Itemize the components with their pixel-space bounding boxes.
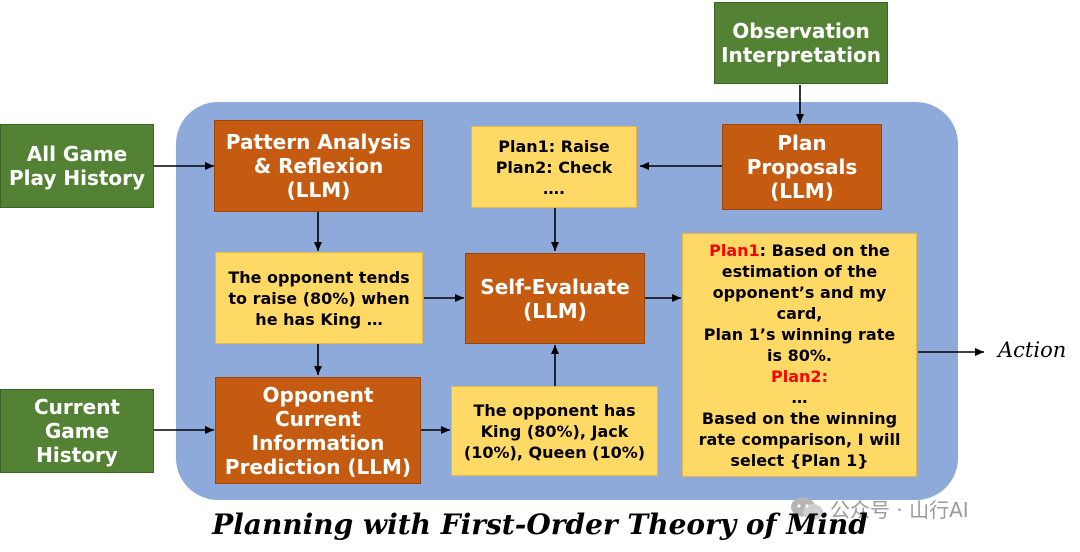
opponent-line-3: Information — [251, 430, 385, 455]
pattern-analysis-box: Pattern Analysis & Reflexion (LLM) — [214, 120, 423, 212]
prediction-line-2: King (80%), Jack — [480, 421, 629, 441]
current-history-line-3: History — [36, 443, 118, 467]
evaluation-line-6: is 80%. — [767, 345, 832, 365]
observation-line-1: Observation — [732, 19, 870, 43]
current-history-line-2: Game — [44, 419, 110, 443]
tendency-line-1: The opponent tends — [228, 267, 410, 287]
evaluation-line-4: card, — [776, 303, 823, 323]
opponent-line-1: Opponent — [262, 382, 374, 407]
evaluation-conclusion-1: Based on the winning — [701, 408, 898, 428]
pattern-line-2: & Reflexion — [253, 154, 384, 178]
all-history-line-1: All Game — [26, 142, 128, 166]
evaluation-line-3: opponent’s and my — [712, 282, 887, 302]
observation-line-2: Interpretation — [721, 43, 881, 67]
evaluation-conclusion-2: rate comparison, I will — [698, 429, 901, 449]
evaluate-line-2: (LLM) — [523, 298, 587, 323]
tendency-line-3: he has King … — [255, 309, 383, 329]
current-history-line-1: Current — [33, 395, 120, 419]
prediction-line-1: The opponent has — [473, 400, 636, 420]
plans-line-2: Plan2: Check — [495, 157, 613, 177]
evaluation-plan1-text: : Based on the — [759, 240, 890, 260]
plan-evaluation-box: Plan1: Based on the estimation of the op… — [682, 233, 917, 477]
chat-bubble-icon — [791, 497, 823, 520]
plan-proposals-box: Plan Proposals (LLM) — [722, 124, 882, 210]
action-label: Action — [998, 338, 1067, 362]
evaluation-line-1: Plan1: Based on the — [709, 240, 890, 261]
observation-interpretation-box: Observation Interpretation — [714, 2, 888, 84]
plans-line-1: Plan1: Raise — [498, 136, 610, 156]
opponent-line-2: Current — [274, 406, 361, 431]
plans-list-box: Plan1: Raise Plan2: Check …. — [471, 126, 637, 208]
watermark-text: 公众号 · 山行AI — [830, 498, 969, 522]
proposals-line-1: Plan — [777, 131, 827, 155]
opponent-line-4: Prediction (LLM) — [224, 454, 412, 479]
plans-line-3: …. — [542, 178, 566, 198]
plan1-label: Plan1 — [709, 240, 760, 260]
plan2-label: Plan2: — [771, 366, 828, 386]
proposals-line-3: (LLM) — [770, 179, 834, 203]
proposals-line-2: Proposals — [746, 155, 858, 179]
all-game-play-history-box: All Game Play History — [0, 124, 154, 208]
evaluate-line-1: Self-Evaluate — [480, 274, 630, 299]
evaluation-conclusion-3: select {Plan 1} — [730, 450, 869, 470]
evaluation-line-5: Plan 1’s winning rate — [703, 324, 896, 344]
opponent-tendency-box: The opponent tends to raise (80%) when h… — [215, 252, 423, 344]
tendency-line-2: to raise (80%) when — [228, 288, 410, 308]
opponent-card-prediction-box: The opponent has King (80%), Jack (10%),… — [451, 386, 658, 476]
pattern-line-3: (LLM) — [286, 178, 351, 202]
evaluation-line-2: estimation of the — [721, 261, 878, 281]
evaluation-ellipsis: … — [791, 387, 808, 407]
opponent-prediction-box: Opponent Current Information Prediction … — [215, 377, 421, 484]
all-history-line-2: Play History — [8, 166, 146, 190]
diagram-caption: Planning with First-Order Theory of Mind — [212, 508, 868, 541]
self-evaluate-box: Self-Evaluate (LLM) — [465, 253, 645, 344]
watermark: 公众号 · 山行AI — [790, 494, 969, 523]
prediction-line-3: (10%), Queen (10%) — [463, 442, 646, 462]
pattern-line-1: Pattern Analysis — [225, 130, 412, 154]
current-game-history-box: Current Game History — [0, 389, 154, 473]
